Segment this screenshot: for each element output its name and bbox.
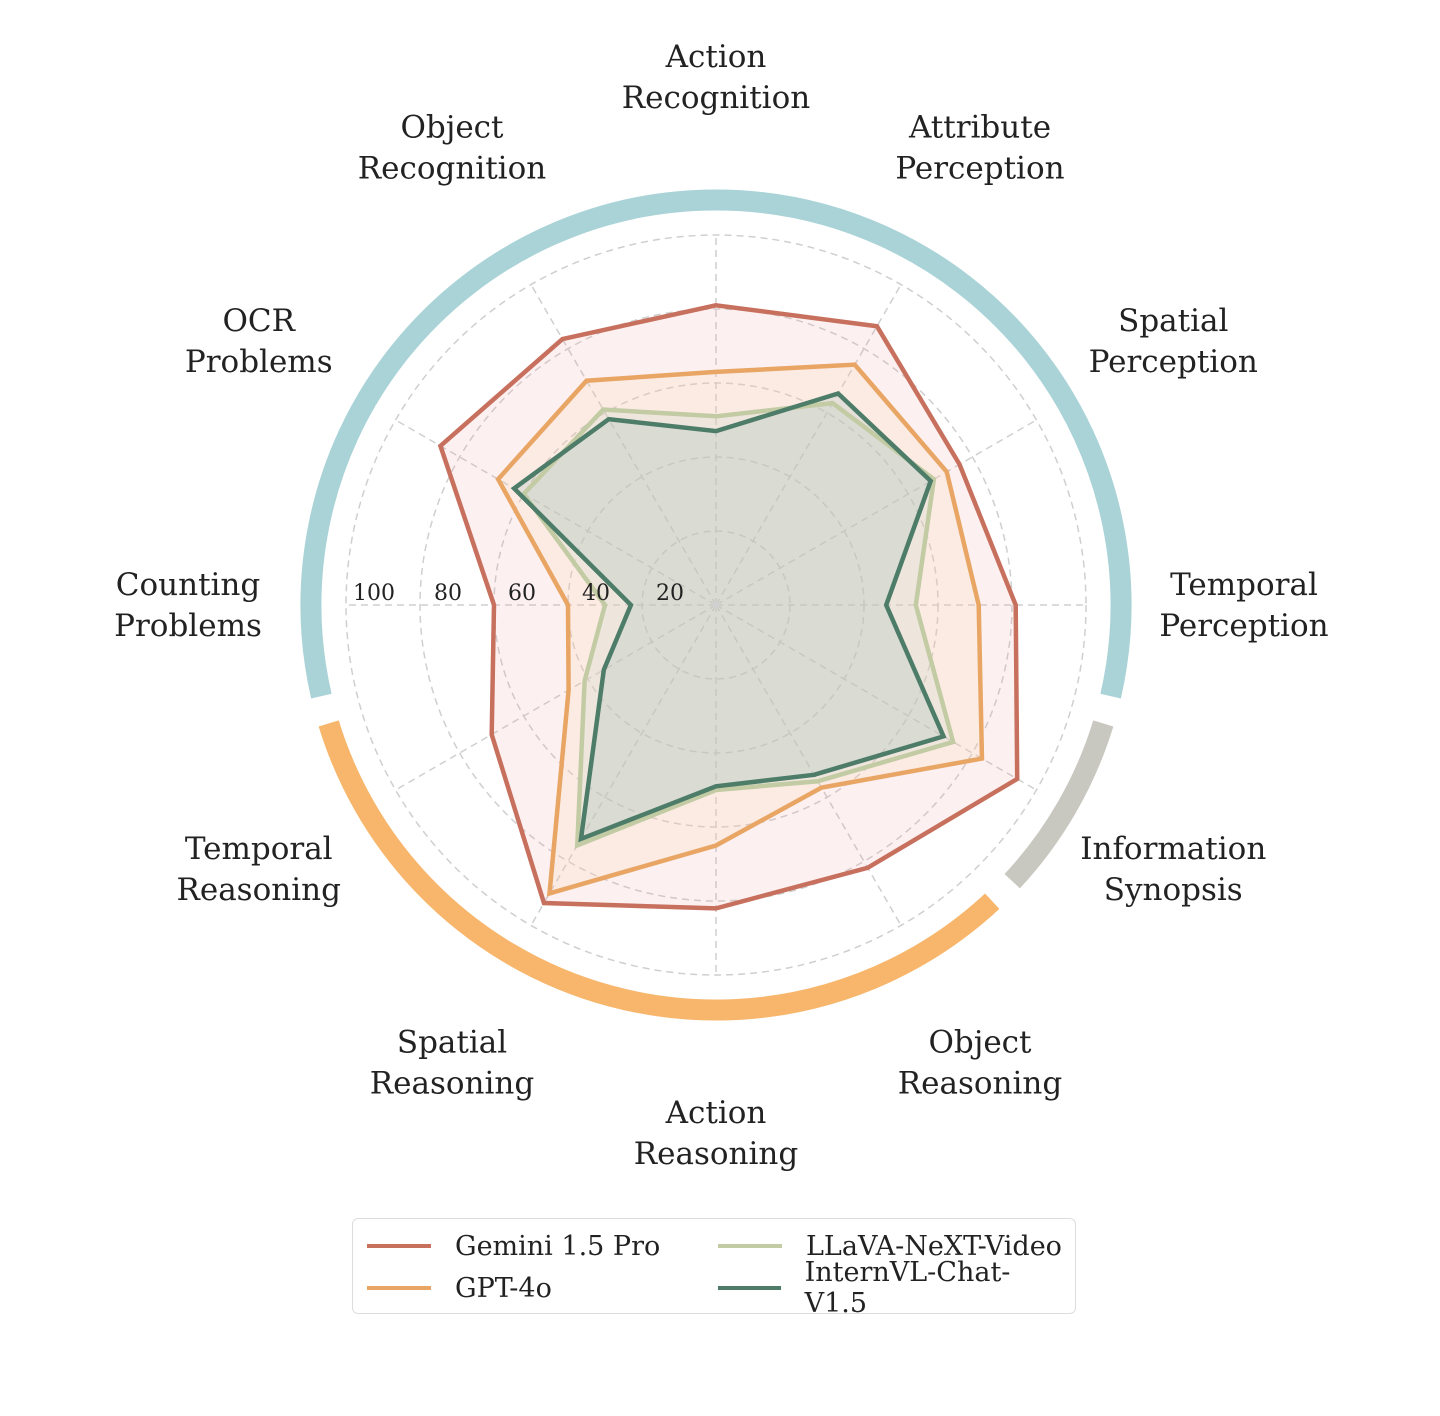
axis-label-line: Reasoning <box>370 1065 534 1101</box>
legend-swatch <box>718 1244 782 1248</box>
grid-spoke <box>395 419 717 606</box>
axis-label-line: Problems <box>114 608 262 644</box>
axis-label-line: Recognition <box>622 80 810 116</box>
axis-label-line: Synopsis <box>1104 872 1243 908</box>
legend-label: LLaVA-NeXT-Video <box>806 1230 1062 1262</box>
legend-item: InternVL-Chat-V1.5 <box>714 1257 1065 1319</box>
legend-label: InternVL-Chat-V1.5 <box>804 1257 1011 1319</box>
axis-label-line: Object <box>928 1024 1032 1060</box>
legend-swatch <box>367 1244 431 1248</box>
grid-circle <box>419 308 1013 902</box>
legend-item: Gemini 1.5 Pro <box>363 1225 714 1267</box>
tick-label: 80 <box>434 581 462 606</box>
axis-label-line: Problems <box>185 344 333 380</box>
legend-label: GPT-4o <box>455 1272 552 1304</box>
tick-label: 60 <box>508 581 536 606</box>
axis-label-line: Action <box>665 39 767 75</box>
axis-label-line: Perception <box>1089 344 1258 380</box>
grid-spoke <box>715 284 902 606</box>
axis-label-line: OCR <box>222 303 296 339</box>
axis-label-line: Perception <box>1159 608 1328 644</box>
axis-label-line: Reasoning <box>177 872 341 908</box>
tick-label: 40 <box>582 581 610 606</box>
series-fill-2 <box>523 403 954 846</box>
axis-label-line: Reasoning <box>634 1136 798 1172</box>
axis-label-line: Temporal <box>1170 567 1318 603</box>
group-arc-reasoning <box>318 720 1000 1021</box>
group-arc-perception <box>300 189 1132 699</box>
grid-spoke <box>715 604 1037 791</box>
group-arc-synopsis <box>1004 720 1114 889</box>
axis-label-line: Spatial <box>1118 303 1228 339</box>
axis-label-line: Temporal <box>185 831 333 867</box>
series-line-1 <box>495 362 985 897</box>
series-line-2 <box>520 400 956 849</box>
axis-label-line: Action <box>665 1095 767 1131</box>
axis-label-line: Object <box>400 110 504 146</box>
series-line-3 <box>510 390 947 843</box>
axis-label-line: Perception <box>895 151 1064 187</box>
legend-swatch <box>367 1286 431 1290</box>
tick-label: 20 <box>656 581 684 606</box>
legend-item: GPT-4o <box>363 1267 714 1309</box>
legend-item: LLaVA-NeXT-Video <box>714 1225 1065 1267</box>
grid-spoke <box>715 419 1037 606</box>
axis-label-line: Reasoning <box>898 1065 1062 1101</box>
series-line-0 <box>437 303 1020 911</box>
axis-label-line: Counting <box>116 567 261 603</box>
grid-spoke <box>395 604 717 791</box>
axis-label-line: Information <box>1080 831 1266 867</box>
grid-spoke <box>530 284 717 606</box>
axis-label: OCR Problems <box>185 303 333 380</box>
center-dot <box>712 601 720 609</box>
legend-label: Gemini 1.5 Pro <box>455 1230 661 1262</box>
axis-label-line: Attribute <box>908 110 1051 146</box>
grid-spoke <box>715 604 902 926</box>
axis-label-line: Recognition <box>358 151 546 187</box>
grid-circle <box>345 234 1087 976</box>
axis-label-line: Spatial <box>397 1024 507 1060</box>
legend-swatch <box>718 1286 781 1290</box>
grid-spoke <box>530 604 717 926</box>
series-fill-3 <box>514 393 944 839</box>
tick-label: 100 <box>353 581 395 606</box>
